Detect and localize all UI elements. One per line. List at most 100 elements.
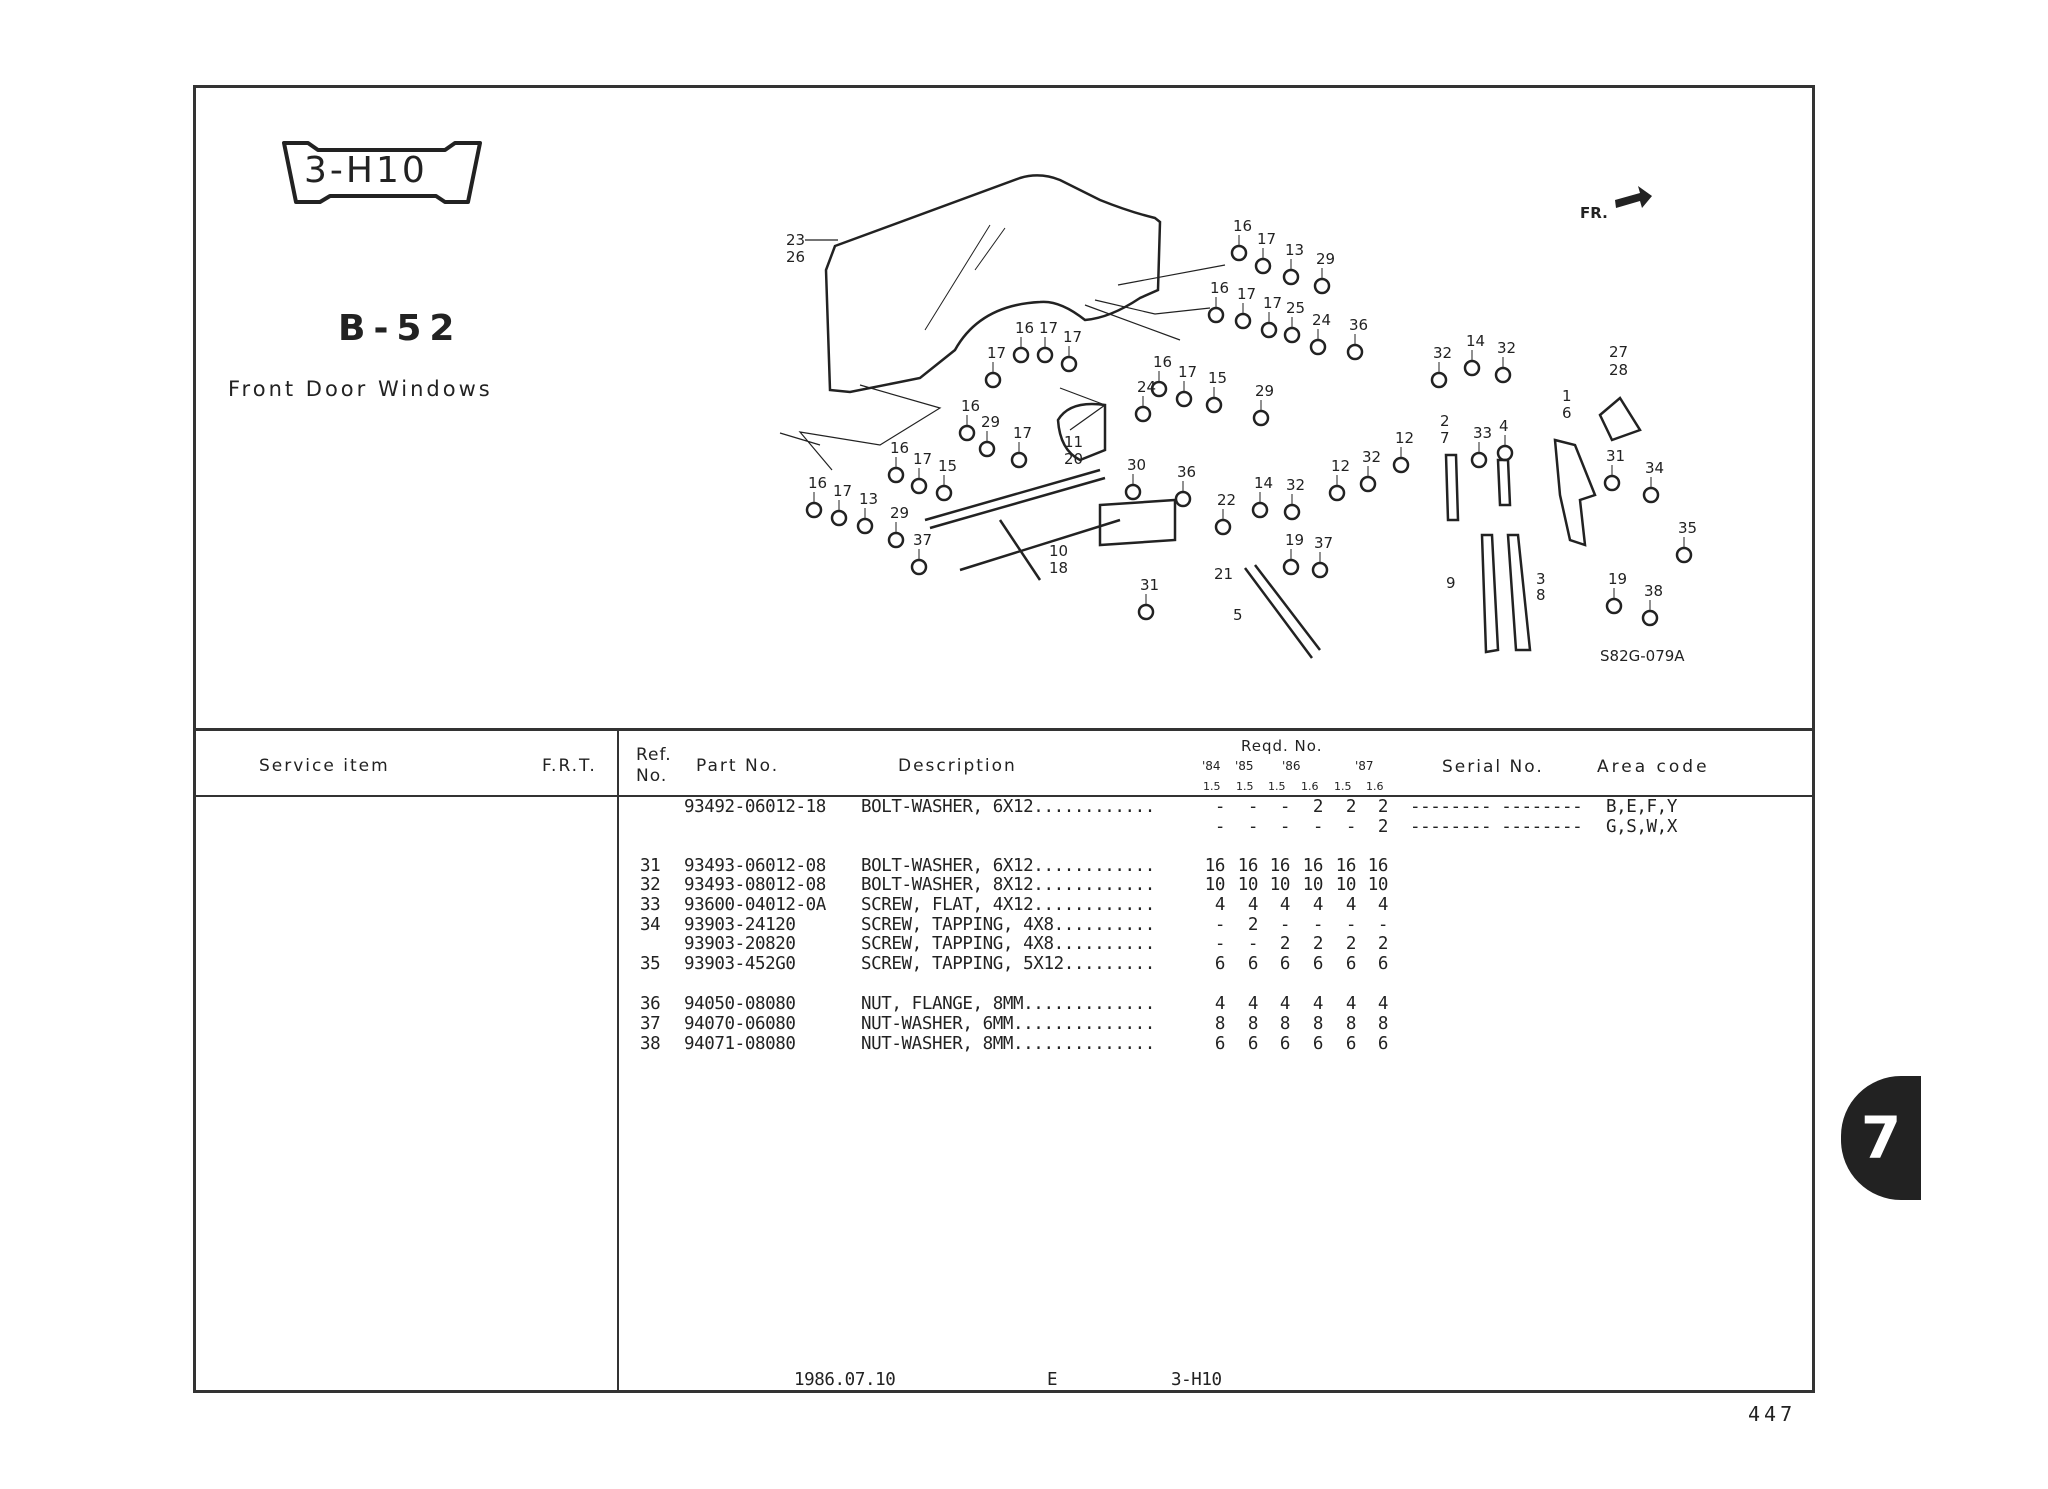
part-no: 93492-06012-18	[684, 797, 826, 817]
qty-cell: 10	[1335, 875, 1357, 895]
callout-label: 17	[1039, 319, 1058, 337]
callout-label: 35	[1678, 519, 1697, 537]
qty-cell: 8	[1345, 1014, 1357, 1034]
callout-label: 17	[833, 482, 852, 500]
fastener-icon	[856, 517, 874, 535]
fastener-icon	[1311, 561, 1329, 579]
col-ref-no-1: Ref.	[636, 745, 672, 765]
callout-label: 11	[1064, 433, 1083, 451]
qty-cell: 2	[1345, 934, 1357, 954]
qty-cell: -	[1345, 915, 1357, 935]
qty-cell: 16	[1367, 856, 1389, 876]
serial-no: -------- --------	[1410, 817, 1583, 837]
fastener-icon	[1309, 338, 1327, 356]
callout-label: 32	[1362, 448, 1381, 466]
col-reqd-no: Reqd. No.	[1241, 737, 1323, 755]
ref-no: 36	[640, 994, 661, 1014]
footer-code: 3-H10	[1171, 1370, 1222, 1390]
fastener-icon	[1641, 609, 1659, 627]
callout-label: 26	[786, 248, 805, 266]
fastener-icon	[1675, 546, 1693, 564]
qty-cell: 4	[1377, 895, 1389, 915]
qty-cell: 6	[1214, 1034, 1226, 1054]
callout-label: 32	[1497, 339, 1516, 357]
qty-cell: 6	[1377, 954, 1389, 974]
fastener-icon	[1494, 366, 1512, 384]
part-no: 94050-08080	[684, 994, 796, 1014]
callout-label: 32	[1286, 476, 1305, 494]
description: SCREW, TAPPING, 5X12.........	[861, 954, 1155, 974]
displacement-header: 1.5	[1334, 780, 1352, 793]
fastener-icon	[1346, 343, 1364, 361]
callout-label: 30	[1127, 456, 1146, 474]
drawing-code: S82G-079A	[1600, 647, 1685, 665]
callout-label: 16	[1210, 279, 1229, 297]
callout-label: 6	[1562, 404, 1572, 422]
fastener-icon	[887, 531, 905, 549]
fastener-icon	[1012, 346, 1030, 364]
callout-label: 17	[1063, 328, 1082, 346]
qty-cell: 4	[1345, 994, 1357, 1014]
area-code: G,S,W,X	[1606, 817, 1677, 837]
ref-no: 37	[640, 1014, 661, 1034]
fastener-icon	[1496, 444, 1514, 462]
page-frame	[193, 85, 1815, 1393]
fastener-icon	[830, 509, 848, 527]
callout-label: 37	[1314, 534, 1333, 552]
callout-label: 13	[859, 490, 878, 508]
qty-cell: 16	[1237, 856, 1259, 876]
fastener-icon	[1283, 326, 1301, 344]
fastener-icon	[910, 558, 928, 576]
ref-no: 32	[640, 875, 661, 895]
part-no: 93903-24120	[684, 915, 796, 935]
qty-cell: -	[1279, 817, 1291, 837]
fastener-icon	[1359, 475, 1377, 493]
callout-label: 5	[1233, 606, 1243, 624]
description: BOLT-WASHER, 6X12............	[861, 856, 1155, 876]
serial-no: -------- --------	[1410, 797, 1583, 817]
fastener-icon	[1283, 503, 1301, 521]
part-no: 93493-06012-08	[684, 856, 826, 876]
fastener-icon	[1282, 558, 1300, 576]
callout-label: 36	[1349, 316, 1368, 334]
qty-cell: -	[1247, 817, 1259, 837]
year-header: '84	[1202, 759, 1221, 773]
qty-cell: 6	[1345, 1034, 1357, 1054]
front-direction-indicator: FR.	[1580, 186, 1652, 222]
qty-cell: 6	[1279, 954, 1291, 974]
section-tab[interactable]: 7	[1841, 1076, 1921, 1200]
qty-cell: 6	[1312, 954, 1324, 974]
displacement-header: 1.5	[1268, 780, 1286, 793]
fastener-icon	[1313, 277, 1331, 295]
qty-cell: 16	[1335, 856, 1357, 876]
callout-label: 37	[913, 531, 932, 549]
year-header: '87	[1355, 759, 1374, 773]
callout-label: 17	[1237, 285, 1256, 303]
description: SCREW, TAPPING, 4X8..........	[861, 934, 1155, 954]
displacement-header: 1.5	[1203, 780, 1221, 793]
qty-cell: -	[1247, 797, 1259, 817]
callout-label: 8	[1536, 586, 1546, 604]
ref-no: 35	[640, 954, 661, 974]
qty-cell: 2	[1377, 797, 1389, 817]
index-code: 3-H10	[304, 150, 428, 191]
description: BOLT-WASHER, 6X12............	[861, 797, 1155, 817]
year-header: '86	[1282, 759, 1301, 773]
callout-label: 33	[1473, 424, 1492, 442]
qty-cell: 4	[1345, 895, 1357, 915]
fastener-icon	[1207, 306, 1225, 324]
page-title: Front Door Windows	[228, 377, 493, 401]
callout-label: 19	[1608, 570, 1627, 588]
callout-label: 16	[1153, 353, 1172, 371]
callout-label: 23	[786, 231, 805, 249]
fastener-glyphs	[805, 235, 1693, 627]
qty-cell: 2	[1312, 797, 1324, 817]
column-divider	[617, 729, 619, 1393]
callout-label: 9	[1446, 574, 1456, 592]
qty-cell: 8	[1377, 1014, 1389, 1034]
qty-cell: -	[1312, 817, 1324, 837]
callout-label: 29	[1255, 382, 1274, 400]
qty-cell: 10	[1237, 875, 1259, 895]
qty-cell: 16	[1204, 856, 1226, 876]
